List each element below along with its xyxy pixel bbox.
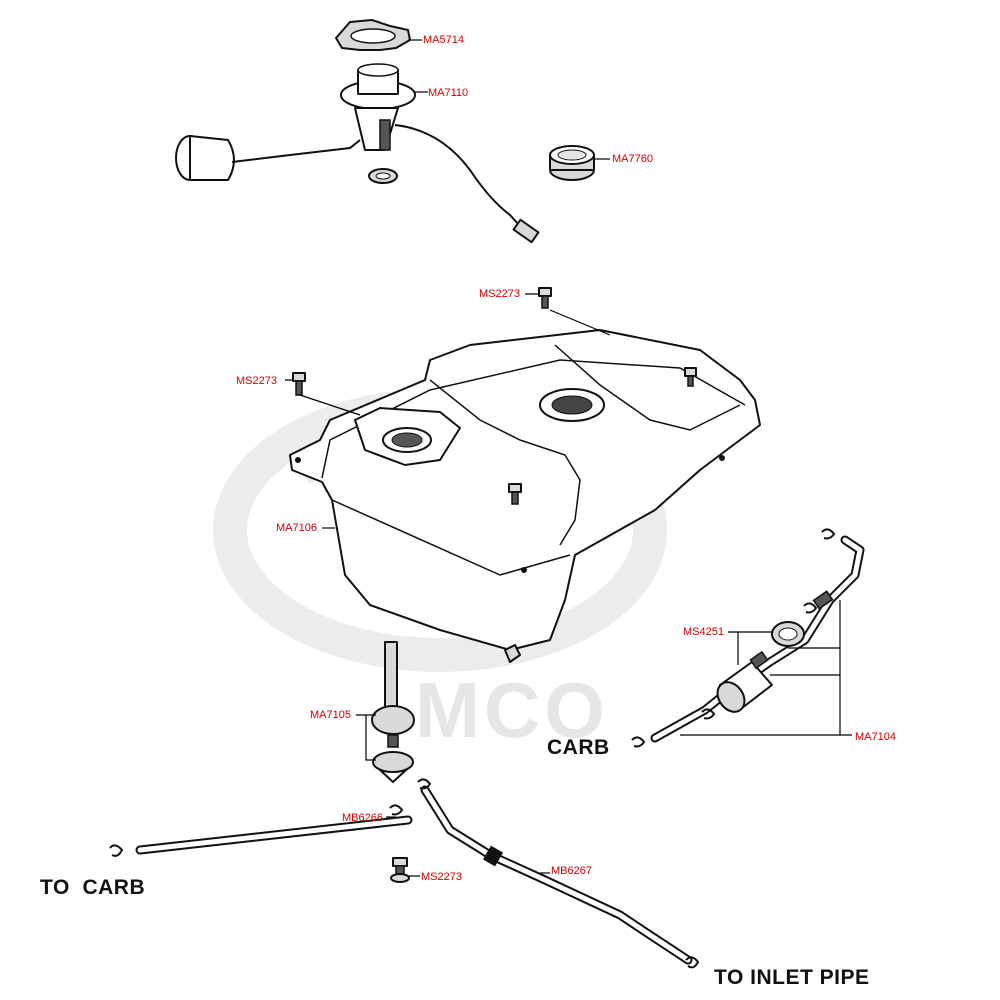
- label-ms4251: MS4251: [683, 626, 724, 638]
- callout-to-carb: TO CARB: [40, 876, 146, 899]
- label-ma7110: MA7110: [428, 87, 469, 99]
- label-ms2273-left: MS2273: [236, 375, 277, 387]
- label-mb6266: MB6266: [342, 812, 383, 824]
- label-ma5714: MA5714: [423, 34, 464, 46]
- bolt-left-part: [292, 372, 306, 396]
- fuel-tap-part: [371, 641, 415, 784]
- label-ms2273-top: MS2273: [479, 288, 520, 300]
- label-ma7105: MA7105: [310, 709, 351, 721]
- fuel-tank-part: [289, 329, 761, 663]
- label-ma7106: MA7106: [276, 522, 317, 534]
- label-ma7760: MA7760: [612, 153, 653, 165]
- lock-ring-part: [335, 19, 411, 51]
- watermark-text: MCO: [415, 666, 609, 754]
- fuel-pump-unit-part: [175, 63, 540, 244]
- filler-cap-part: [549, 145, 595, 181]
- callout-to-inlet-pipe: TO INLET PIPE: [714, 966, 870, 989]
- callout-carb: CARB: [547, 736, 610, 759]
- vent-pipe-part: [417, 778, 700, 969]
- label-mb6267: MB6267: [551, 865, 592, 877]
- label-ms2273-bottom: MS2273: [421, 871, 462, 883]
- label-ma7104: MA7104: [855, 731, 896, 743]
- fuel-line-to-carb-part: [109, 804, 413, 857]
- leader-lines: [285, 39, 852, 877]
- fuel-filter-assembly-part: [631, 528, 865, 748]
- bolt-tank-part: [508, 367, 697, 505]
- bolt-top-part: [538, 287, 552, 309]
- bolt-bottom-part: [390, 857, 410, 883]
